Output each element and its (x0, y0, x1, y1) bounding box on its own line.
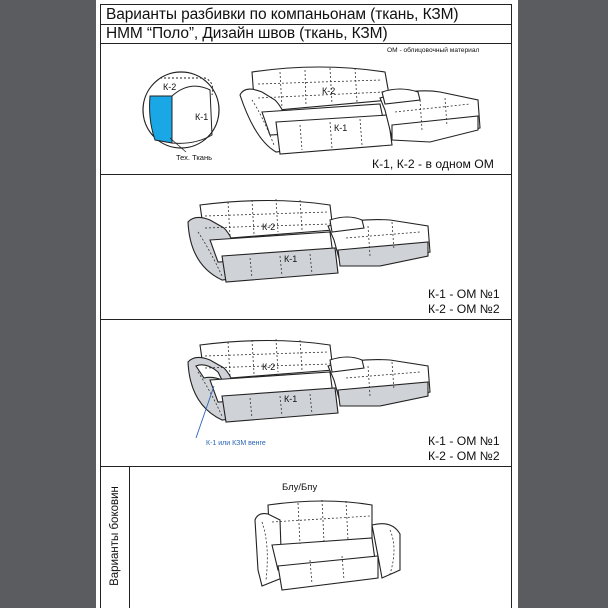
legend-note: ОМ - облицовочный материал (387, 47, 480, 54)
page-title: Варианты разбивки по компаньонам (ткань,… (106, 6, 459, 23)
sofa3-k2-label: К-2 (262, 362, 275, 372)
divider (100, 24, 512, 25)
inset-k1-label: К-1 (195, 112, 208, 122)
sofa3-k1-label: К-1 (284, 394, 297, 404)
divider (100, 466, 512, 467)
section1-caption: К-1, К-2 - в одном ОМ (372, 157, 494, 171)
sofa3-note: К-1 или КЗМ венге (206, 440, 266, 447)
divider (100, 174, 512, 175)
corner-sofa-1 (239, 66, 481, 155)
section3-caption-1: К-1 - ОМ №1 (428, 434, 500, 448)
divider (100, 43, 512, 44)
sofa1-k1-label: К-1 (334, 123, 347, 133)
corner-sofa-3 (187, 339, 431, 423)
tech-fabric-area (149, 95, 173, 144)
page-frame (100, 4, 512, 608)
sofa1-k2-label: К-2 (322, 86, 335, 96)
straight-sofa (254, 500, 401, 591)
divider (100, 319, 512, 320)
section3-caption-2: К-2 - ОМ №2 (428, 449, 500, 463)
inset-k2-label: К-2 (163, 82, 176, 92)
section2-caption-2: К-2 - ОМ №2 (428, 302, 500, 316)
side-title-column (100, 466, 130, 608)
tech-fabric-label: Тех. Ткань (176, 153, 212, 162)
corner-sofa-2 (187, 199, 431, 283)
page-subtitle: НММ “Поло”, Дизайн швов (ткань, КЗМ) (106, 25, 388, 42)
section2-caption-1: К-1 - ОМ №1 (428, 287, 500, 301)
sofa4-label: Блу/Бпу (282, 482, 317, 493)
sofa2-k1-label: К-1 (284, 254, 297, 264)
sofa2-k2-label: К-2 (262, 222, 275, 232)
